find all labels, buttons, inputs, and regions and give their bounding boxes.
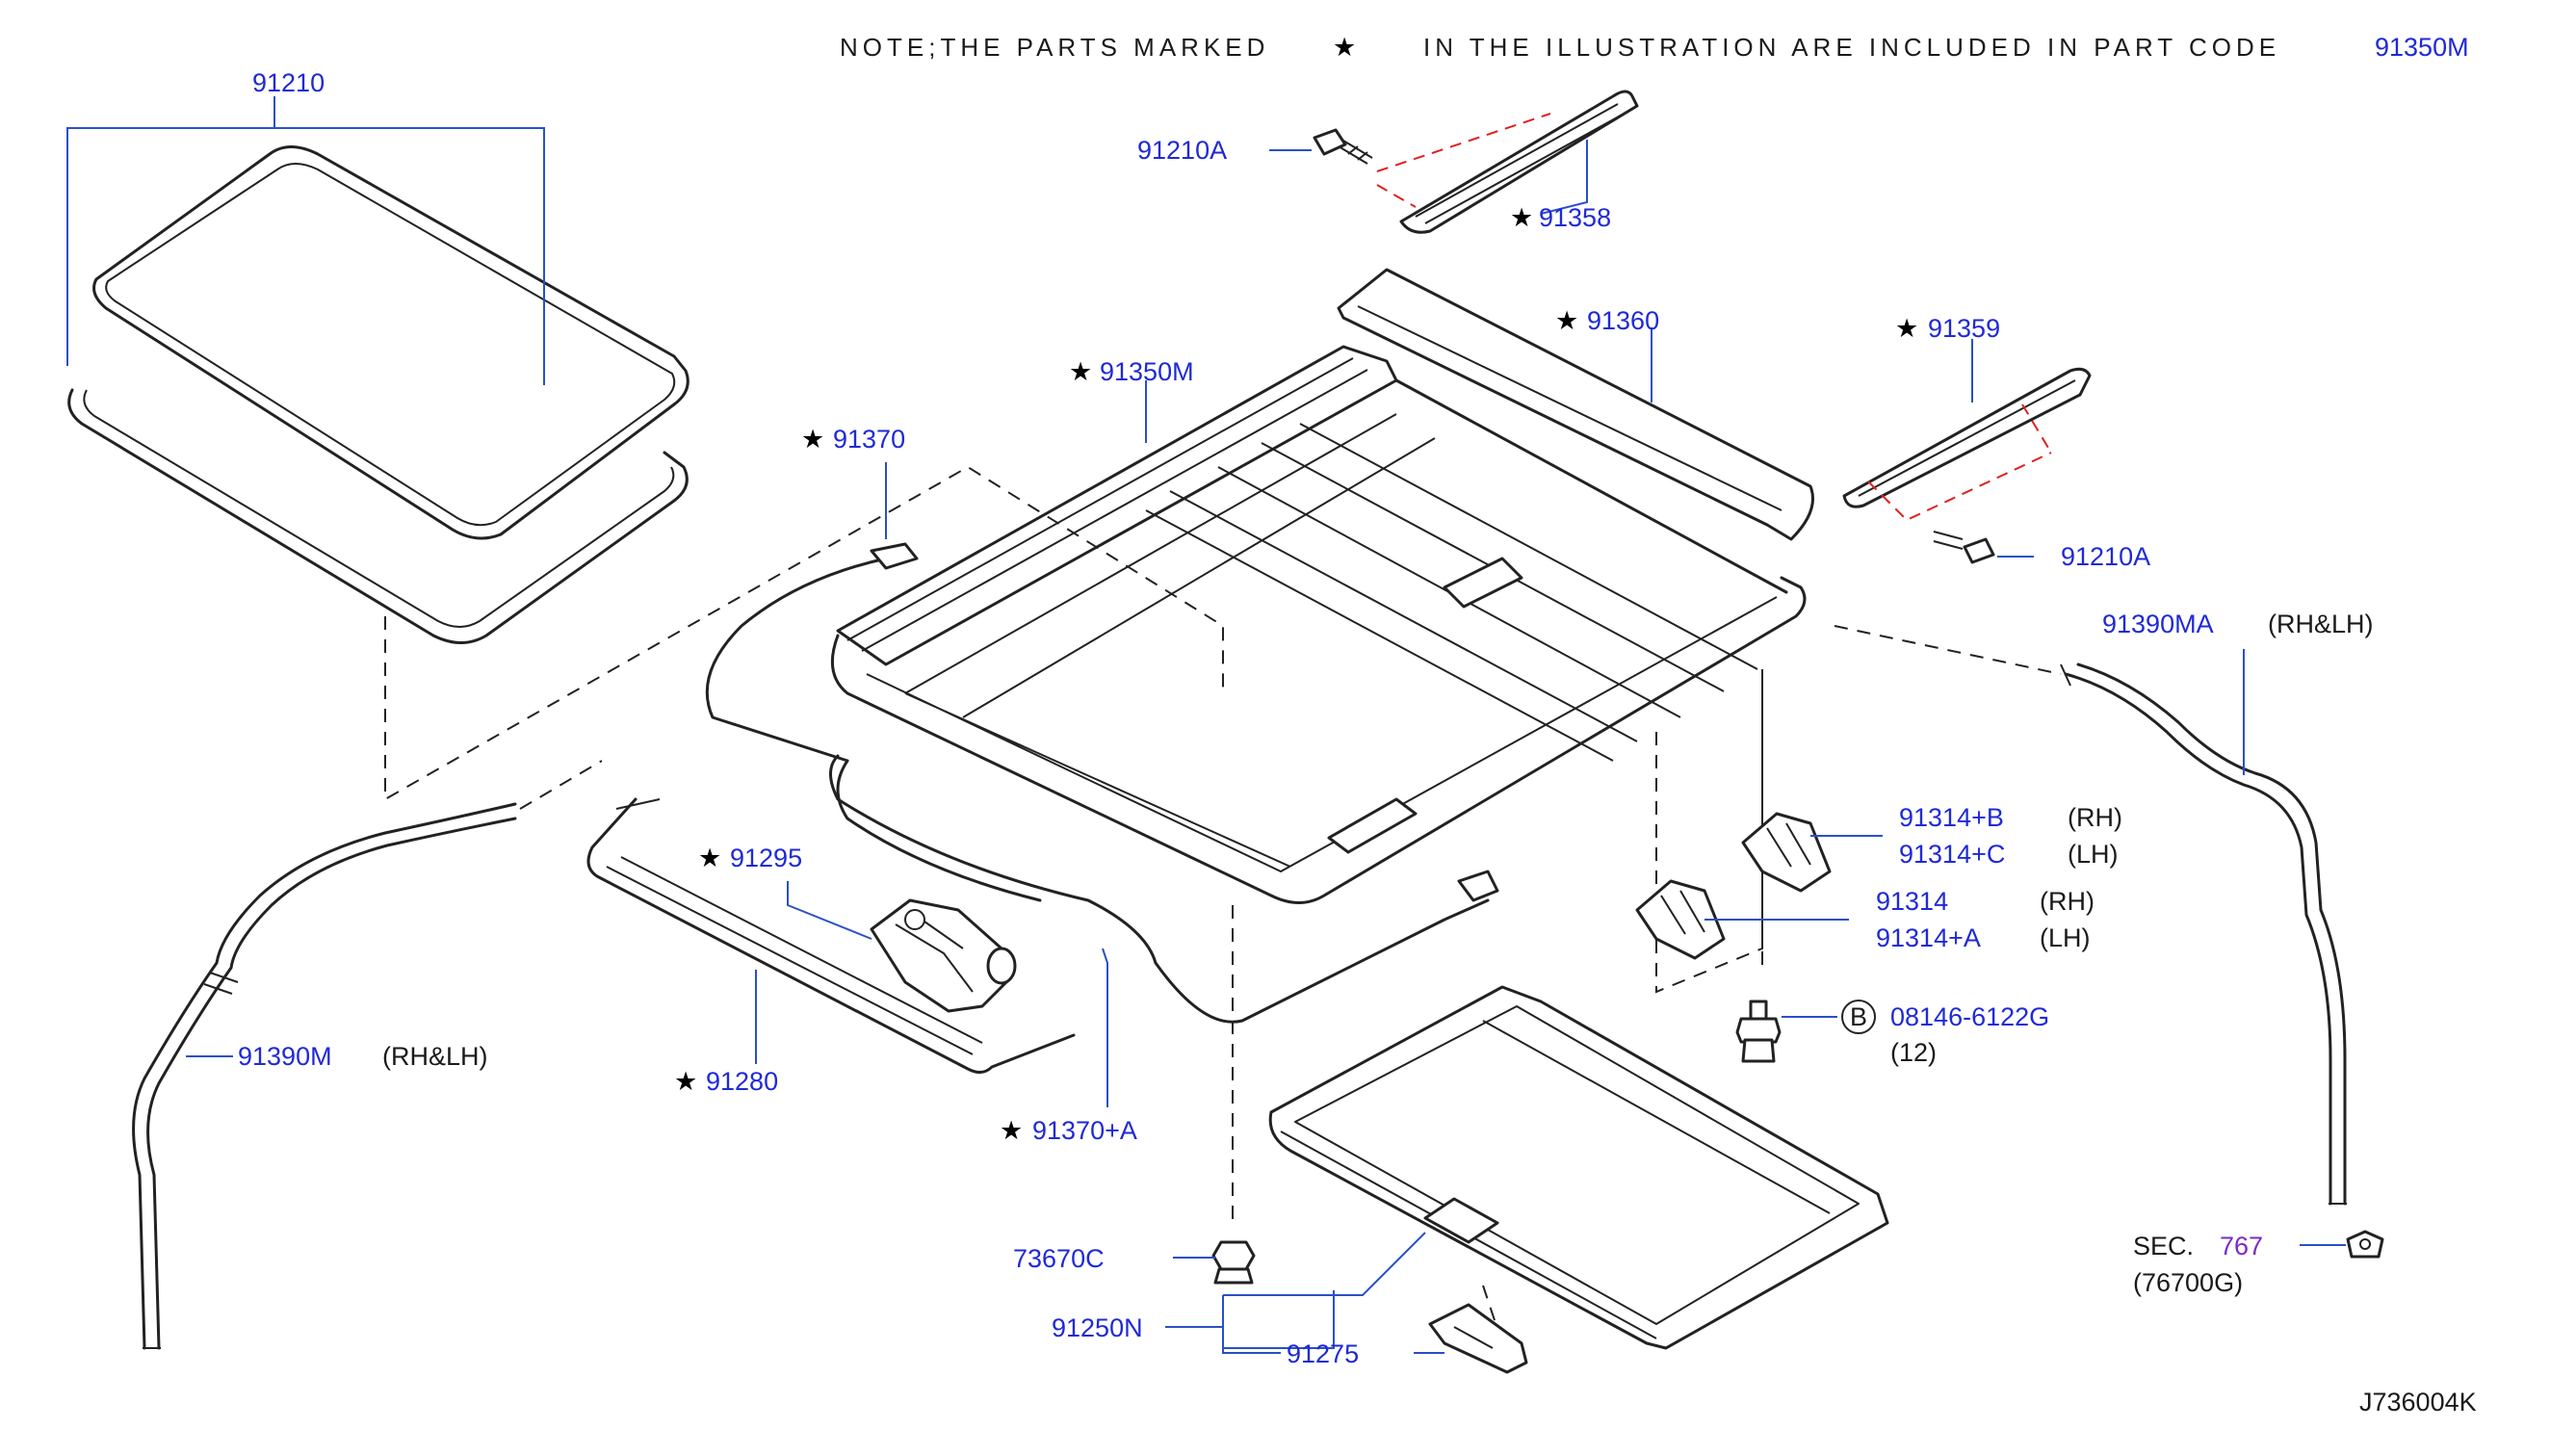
sunroof-frame-drawing xyxy=(830,345,1807,904)
rail-91280-drawing xyxy=(586,797,1076,1074)
leader-91295 xyxy=(787,881,872,940)
note-91314: (RH) xyxy=(2040,887,2095,916)
rail-91358-drawing xyxy=(1399,90,1639,234)
label-91359[interactable]: 91359 xyxy=(1928,314,2000,343)
note-text-after: IN THE ILLUSTRATION ARE INCLUDED IN PART… xyxy=(1423,33,2280,62)
bolt-marker-circle xyxy=(1841,1000,1876,1034)
bracket-91314-drawing xyxy=(1635,879,1726,960)
motor-91295-drawing xyxy=(870,898,1017,1013)
label-91314a[interactable]: 91314+A xyxy=(1876,923,1981,952)
bolt-08146-drawing xyxy=(1735,1000,1782,1063)
handle-91275-drawing xyxy=(1428,1303,1528,1374)
label-91360[interactable]: 91360 xyxy=(1587,306,1659,335)
star-icon-91295: ★ xyxy=(698,844,721,873)
bracket-91314b-drawing xyxy=(1741,812,1832,893)
sec-code: (76700G) xyxy=(2133,1268,2243,1297)
note-part-code[interactable]: 91350M xyxy=(2375,33,2469,62)
star-icon-91370a: ★ xyxy=(1000,1116,1023,1146)
note-91314c: (LH) xyxy=(2068,840,2119,869)
leader-91358 xyxy=(1540,140,1588,215)
callout-red-top xyxy=(1376,113,1551,208)
bolt-marker-letter: B xyxy=(1850,1002,1867,1031)
label-73670c[interactable]: 73670C xyxy=(1013,1244,1105,1273)
cable-91370a-drawing xyxy=(829,754,1499,1024)
note-91314a: (LH) xyxy=(2040,923,2091,952)
label-91370[interactable]: 91370 xyxy=(833,425,905,454)
star-icon-91359: ★ xyxy=(1895,314,1918,344)
label-91390ma[interactable]: 91390MA xyxy=(2102,610,2214,638)
leader-91250n xyxy=(1222,1232,1426,1348)
star-icon-91358: ★ xyxy=(1510,203,1533,233)
rail-91359-drawing xyxy=(1842,367,2092,508)
label-91358[interactable]: 91358 xyxy=(1539,203,1611,232)
clip-73670c-drawing xyxy=(1211,1240,1256,1285)
label-91390m[interactable]: 91390M xyxy=(238,1042,332,1071)
label-91314c[interactable]: 91314+C xyxy=(1899,840,2005,869)
sec-767-link[interactable]: 767 xyxy=(2220,1232,2263,1260)
bolt-91210a-top-drawing xyxy=(1313,128,1373,165)
star-icon-91360: ★ xyxy=(1555,306,1578,336)
motor-gear-icon xyxy=(986,947,1017,985)
label-91350m[interactable]: 91350M xyxy=(1100,357,1194,386)
label-91370a[interactable]: 91370+A xyxy=(1032,1116,1137,1145)
qty-08146: (12) xyxy=(1890,1038,1937,1067)
label-91295[interactable]: 91295 xyxy=(730,844,802,872)
diagram-id: J736004K xyxy=(2359,1388,2477,1416)
bar-91360-drawing xyxy=(1337,268,1814,541)
label-91210a-top[interactable]: 91210A xyxy=(1137,136,1227,165)
star-icon-91280: ★ xyxy=(674,1067,697,1097)
bolt-91210a-right-drawing xyxy=(1933,531,1995,564)
star-icon-91350m: ★ xyxy=(1069,357,1092,387)
star-icon-91370: ★ xyxy=(801,425,824,455)
label-91314[interactable]: 91314 xyxy=(1876,887,1948,916)
grommet-sec767-drawing xyxy=(2346,1230,2384,1259)
glass-panel-drawing xyxy=(67,145,690,644)
note-star-icon: ★ xyxy=(1333,33,1356,63)
sunshade-panel-drawing xyxy=(1268,985,1889,1350)
label-91314b[interactable]: 91314+B xyxy=(1899,803,2004,832)
label-08146[interactable]: 08146-6122G xyxy=(1890,1002,2049,1031)
note-banner: NOTE;THE PARTS MARKED ★ IN THE ILLUSTRAT… xyxy=(840,33,2469,63)
label-91280[interactable]: 91280 xyxy=(706,1067,778,1096)
label-91275[interactable]: 91275 xyxy=(1287,1339,1359,1368)
glass-bracket-lines xyxy=(66,96,545,385)
sec-prefix: SEC. xyxy=(2133,1232,2194,1260)
note-text-before: NOTE;THE PARTS MARKED xyxy=(840,33,1269,62)
hose-91390m-drawing xyxy=(132,802,517,1350)
hose-91390ma-drawing xyxy=(2060,663,2347,1206)
note-91390ma: (RH&LH) xyxy=(2268,610,2374,638)
callout-red-right xyxy=(1867,403,2052,522)
label-91210a-right[interactable]: 91210A xyxy=(2061,542,2150,571)
label-91210[interactable]: 91210 xyxy=(252,68,325,97)
leader-91275-base xyxy=(1222,1348,1281,1354)
cable-91370-drawing xyxy=(705,542,1042,902)
leader-91370a xyxy=(1102,948,1108,1107)
note-91390m: (RH&LH) xyxy=(382,1042,488,1071)
label-91250n[interactable]: 91250N xyxy=(1052,1313,1143,1342)
note-91314b: (RH) xyxy=(2068,803,2122,832)
dashed-callouts xyxy=(384,465,2062,1344)
